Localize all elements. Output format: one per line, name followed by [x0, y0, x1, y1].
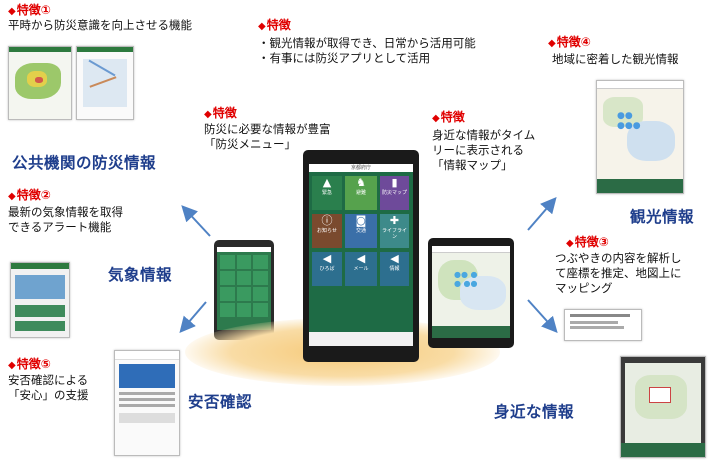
- feature-menu-desc: 防災に必要な情報が豊富「防災メニュー」: [204, 122, 331, 151]
- feature-4-title: ◆特徴④: [548, 35, 591, 49]
- tile-evacuation[interactable]: ♞避難: [345, 176, 377, 210]
- tile-info[interactable]: ◀情報: [380, 252, 409, 286]
- disaster-map-screenshot-2: [76, 46, 134, 120]
- feature-top-desc: ・観光情報が取得でき、日常から活用可能・有事には防災アプリとして活用: [258, 36, 476, 65]
- alert-icon: ▲: [322, 176, 332, 189]
- feature-top-title: ◆特徴: [258, 18, 291, 32]
- tile-emergency[interactable]: ▲緊急: [312, 176, 342, 210]
- feature-map-title: ◆特徴: [432, 110, 465, 124]
- map-tablet: ●● ●● ●●: [428, 238, 514, 348]
- tile-mail[interactable]: ◀メール: [345, 252, 377, 286]
- tile-lifeline[interactable]: ✚ライフライン: [380, 214, 409, 248]
- tourism-screenshot: ●●●●●: [596, 80, 684, 194]
- tile-traffic[interactable]: ◙交通: [345, 214, 377, 248]
- feature-5-title: ◆特徴⑤: [8, 357, 51, 371]
- feature-1-title: ◆特徴①: [8, 3, 51, 17]
- feature-map-desc: 身近な情報がタイムリーに表示される「情報マップ」: [432, 128, 536, 172]
- car-icon: ◙: [355, 214, 367, 227]
- megaphone-icon: ◀: [390, 252, 399, 265]
- arrow-to-local: [527, 299, 558, 333]
- feature-1-desc: 平時から防災意識を向上させる機能: [8, 18, 192, 32]
- feature-menu-title: ◆特徴: [204, 106, 237, 120]
- local-info-screenshot: [620, 356, 706, 458]
- weather-screenshot: [10, 262, 70, 338]
- evacuation-icon: ♞: [356, 176, 366, 189]
- category-local-info: 身近な情報: [494, 403, 575, 421]
- tweet-screenshot: [564, 309, 642, 341]
- category-disaster-info: 公共機関の防災情報: [12, 154, 157, 172]
- info-icon: ⓘ: [321, 214, 333, 227]
- megaphone-icon: ◀: [322, 252, 332, 265]
- arrow-to-safety: [179, 301, 207, 334]
- safety-screenshot: [114, 350, 180, 456]
- arrow-to-weather-feature: [181, 205, 211, 237]
- feature-3-title: ◆特徴③: [566, 235, 609, 249]
- tile-plaza[interactable]: ◀ひろば: [312, 252, 342, 286]
- disaster-map-screenshot-1: [8, 46, 72, 120]
- feature-3-desc: つぶやきの内容を解析して座標を推定、地図上にマッピング: [555, 251, 682, 295]
- app-header: 京都府庁: [309, 164, 413, 172]
- arrow-to-tourism: [527, 196, 557, 231]
- tile-hazard-map[interactable]: ▮防災マップ: [380, 176, 409, 210]
- category-tourism-info: 観光情報: [630, 208, 695, 226]
- feature-2-title: ◆特徴②: [8, 188, 51, 202]
- category-safety-check: 安否確認: [188, 393, 253, 411]
- bottom-nav: [309, 332, 413, 346]
- megaphone-icon: ◀: [356, 252, 366, 265]
- category-weather-info: 気象情報: [108, 266, 173, 284]
- feature-2-desc: 最新の気象情報を取得できるアラート機能: [8, 205, 123, 234]
- feature-5-desc: 安否確認による「安心」の支援: [8, 373, 89, 402]
- book-icon: ▮: [391, 176, 398, 189]
- feature-4-desc: 地域に密着した観光情報: [552, 52, 679, 66]
- lifeline-icon: ✚: [389, 214, 400, 227]
